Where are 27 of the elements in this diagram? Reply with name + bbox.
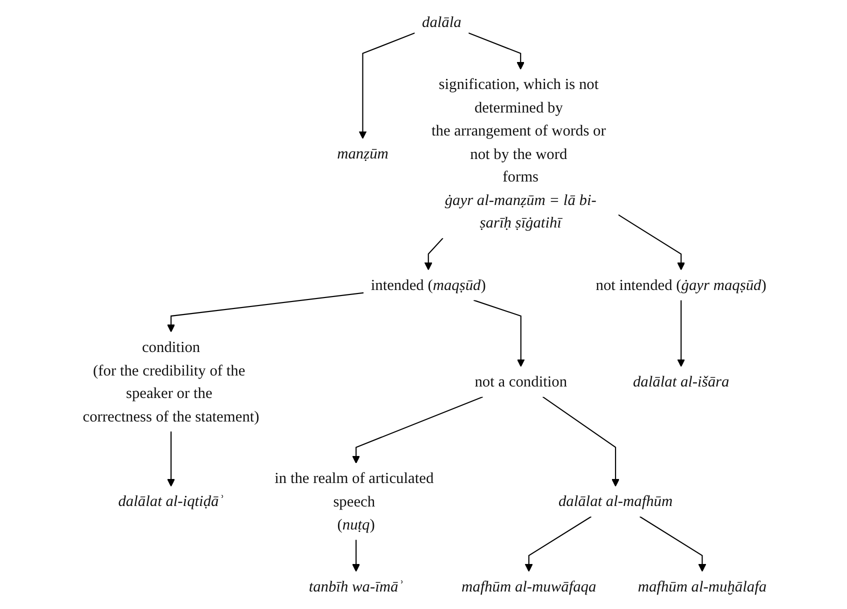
node-text: signification, which is not determined by the arrangement of words or not by the word forms ġayr al-manẓūm = lā bi-ṣarīḥ ṣīġatihī (431, 76, 606, 232)
node-text: dalālat al-mafhūm (558, 492, 673, 510)
node-text: tanbīh wa-īmāʾ (308, 578, 404, 595)
node-text: condition (for the credibility of the speaker or the correctness of the statement) (82, 338, 260, 425)
node-text: intended (maqṣūd) (370, 276, 486, 294)
arrow (167, 432, 175, 487)
node-text: not intended (ġayr maqṣūd) (596, 276, 766, 294)
node-text: dalālat al-išāra (632, 372, 730, 390)
node-text: mafhūm al-muḫālafa (638, 578, 767, 595)
arrow (358, 32, 415, 139)
arrow (640, 516, 706, 572)
node-text: dalāla (422, 14, 462, 31)
arrow (352, 396, 483, 464)
arrow (542, 396, 620, 487)
node-text: in the realm of articulated speech (nuṭq) (274, 470, 434, 533)
arrow (424, 238, 444, 270)
node-text: mafhūm al-muwāfaqa (461, 578, 596, 595)
arrow (352, 540, 360, 572)
node-text: dalālat al-iqtiḍāʾ (118, 492, 224, 510)
node-text: manẓūm (337, 144, 388, 162)
arrow (473, 300, 525, 367)
arrow (677, 300, 686, 367)
arrow (618, 214, 686, 270)
arrow (524, 516, 592, 572)
arrow (468, 32, 525, 70)
node-text: not a condition (474, 372, 568, 390)
arrow (167, 292, 364, 332)
